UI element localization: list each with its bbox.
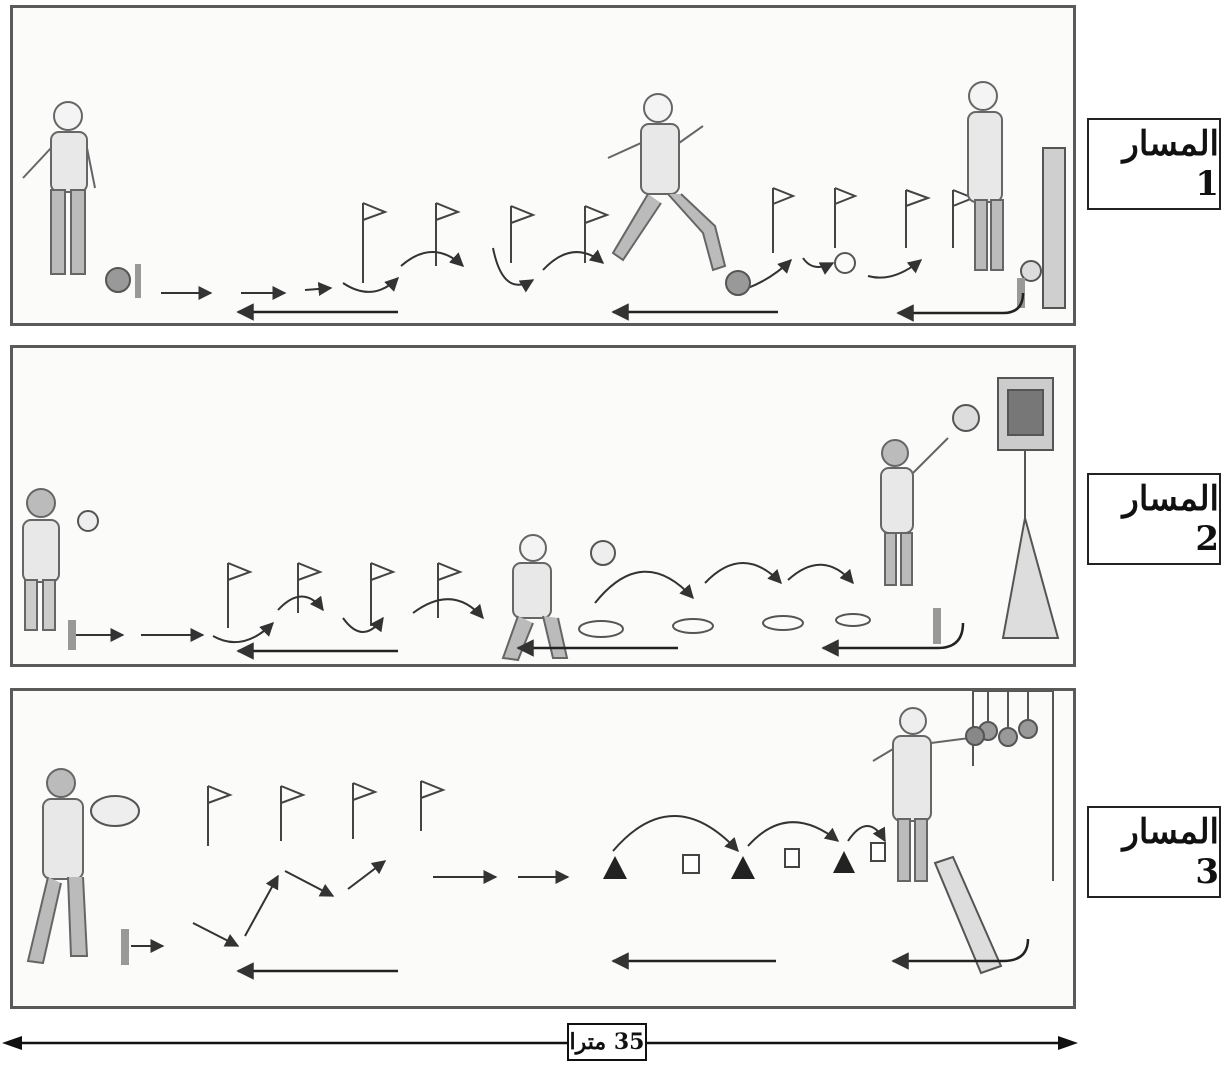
wall-bar [1043, 148, 1065, 308]
post [933, 608, 941, 644]
player-figure [23, 102, 95, 274]
track-1-panel [10, 5, 1076, 326]
track-2-label: المسار 2 [1087, 473, 1221, 565]
track-3-drawing [13, 691, 1073, 1006]
player-figure [881, 438, 948, 585]
track-1-label: المسار 1 [1087, 118, 1221, 210]
post [68, 620, 76, 650]
hoop-rings [579, 614, 870, 637]
player-figure [608, 94, 725, 270]
track-2-drawing [13, 348, 1073, 664]
player-figure [968, 82, 1003, 270]
flag-markers [208, 781, 443, 846]
rugby-ball [91, 796, 139, 826]
player-figure [23, 489, 59, 630]
basket-stand [998, 378, 1058, 638]
player-figure [503, 535, 567, 660]
board [935, 857, 1001, 973]
post [121, 929, 129, 965]
return-arrows [238, 939, 1028, 971]
track-3-label: المسار 3 [1087, 806, 1221, 898]
run-arrows [131, 861, 568, 946]
ball [953, 405, 979, 431]
cone-markers [603, 851, 855, 879]
track-2-panel [10, 345, 1076, 667]
post [135, 264, 141, 298]
ball [591, 541, 615, 565]
return-arrows [238, 293, 1023, 313]
flag-markers [363, 188, 973, 283]
distance-scale [0, 1010, 1080, 1070]
track-1-drawing [13, 8, 1073, 323]
ball [726, 271, 750, 295]
left-arrowhead [2, 1036, 22, 1050]
square-markers [683, 843, 885, 873]
distance-label: 35 مترا [567, 1023, 647, 1061]
run-arrows [161, 288, 331, 293]
player-figure [28, 769, 87, 963]
curved-path-arrows [343, 248, 921, 292]
hanging-targets-frame [966, 691, 1053, 881]
track-3-panel [10, 688, 1076, 1009]
right-arrowhead [1058, 1036, 1078, 1050]
ball [106, 268, 130, 292]
ball [78, 511, 98, 531]
curved-path-arrows [613, 816, 885, 851]
ball [835, 253, 855, 273]
